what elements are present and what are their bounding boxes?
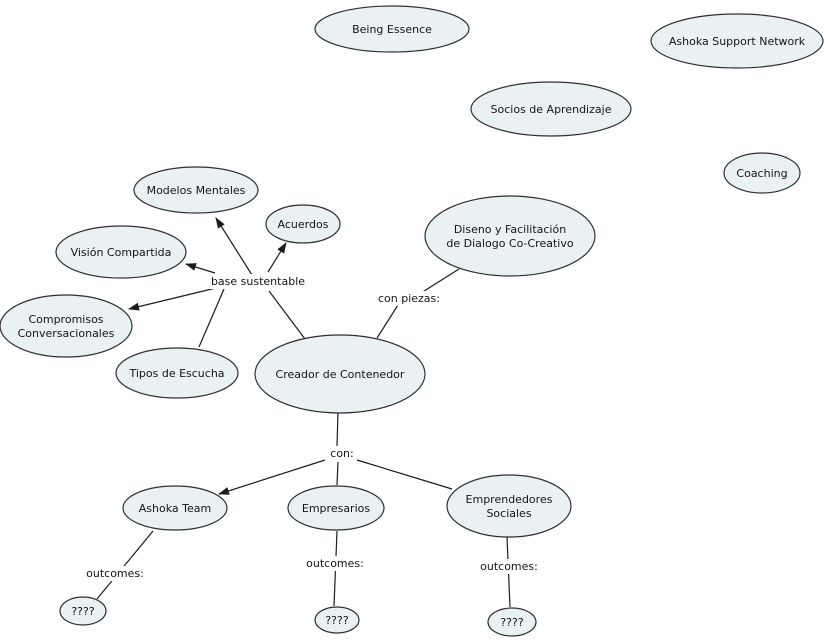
node-acuerdos[interactable]: Acuerdos (265, 204, 341, 244)
node-label: Coaching (736, 167, 787, 180)
node-ellipse[interactable] (650, 13, 824, 69)
edge-base-to-acuerdos (267, 242, 287, 273)
node-ellipse[interactable] (122, 485, 228, 531)
node-label: Tipos de Escucha (128, 367, 224, 380)
link-label-text: outcomes: (306, 557, 364, 570)
edge-con-to-empresarios (336, 461, 339, 486)
link-label-bg (375, 291, 443, 306)
node-ellipse[interactable] (487, 607, 537, 637)
node-ellipse[interactable] (314, 5, 470, 53)
node-ellipse[interactable] (265, 204, 341, 244)
node-label: Visión Compartida (71, 246, 172, 259)
node-label: Empresarios (302, 502, 370, 515)
node-ellipse[interactable] (424, 195, 596, 277)
edge-tipos-de-escucha-to-base (198, 288, 225, 348)
edge-creador-to-base (268, 290, 306, 340)
edge-con-piezas-to-creador (376, 304, 399, 339)
link-label-text: base sustentable (211, 275, 305, 288)
node-label: Creador de Contenedor (276, 368, 405, 381)
node-label: Socios de Aprendizaje (491, 103, 612, 116)
node-ellipse[interactable] (287, 485, 385, 531)
node-outcome-empresarios[interactable]: ???? (314, 606, 360, 634)
node-creador-de-contenedor[interactable]: Creador de Contenedor (254, 334, 426, 414)
node-label: ???? (71, 605, 95, 618)
link-label-bg (478, 559, 540, 574)
node-ashoka-support-network[interactable]: Ashoka Support Network (650, 13, 824, 69)
node-ellipse[interactable] (470, 81, 632, 137)
node-tipos-de-escucha[interactable]: Tipos de Escucha (115, 347, 239, 399)
node-label: Being Essence (352, 23, 432, 36)
link-label-text: outcomes: (480, 560, 538, 573)
link-label-text: outcomes: (86, 567, 144, 580)
edge-con-to-ashoka-team (218, 459, 326, 495)
edge-con-to-emprendedores (356, 459, 453, 490)
node-being-essence[interactable]: Being Essence (314, 5, 470, 53)
edge-ashoka-team-to-outcome (96, 530, 154, 600)
node-label: ???? (325, 614, 349, 627)
node-ellipse[interactable] (254, 334, 426, 414)
edge-base-to-vision-compartida (185, 263, 216, 274)
edge-base-to-modelos-mentales (215, 217, 253, 276)
node-label: ???? (500, 616, 524, 629)
node-label: Acuerdos (278, 218, 329, 231)
node-ellipse[interactable] (133, 166, 259, 214)
node-vision-compartida[interactable]: Visión Compartida (55, 225, 187, 279)
node-outcome-emprendedores[interactable]: ???? (487, 607, 537, 637)
node-ellipse[interactable] (314, 606, 360, 634)
node-ellipse[interactable] (0, 294, 133, 358)
link-label-bg (304, 556, 366, 571)
link-label-outcomes-ashoka[interactable]: outcomes: (84, 566, 146, 581)
edge-creador-to-con (336, 411, 339, 447)
node-ellipse[interactable] (723, 152, 801, 194)
node-socios-de-aprendizaje[interactable]: Socios de Aprendizaje (470, 81, 632, 137)
node-modelos-mentales[interactable]: Modelos Mentales (133, 166, 259, 214)
node-ashoka-team[interactable]: Ashoka Team (122, 485, 228, 531)
edge-base-to-compromisos (128, 286, 221, 311)
link-label-con[interactable]: con: (328, 446, 356, 461)
link-label-outcomes-emprendedores[interactable]: outcomes: (478, 559, 540, 574)
node-ellipse[interactable] (59, 596, 107, 626)
link-label-base-sustentable[interactable]: base sustentable (208, 274, 308, 289)
node-label: Ashoka Support Network (669, 35, 806, 48)
node-label: Modelos Mentales (147, 184, 246, 197)
node-coaching[interactable]: Coaching (723, 152, 801, 194)
node-label: Ashoka Team (139, 502, 211, 515)
link-label-text: con: (330, 447, 353, 460)
node-ellipse[interactable] (446, 474, 572, 538)
link-label-text: con piezas: (378, 292, 440, 305)
link-label-con-piezas[interactable]: con piezas: (375, 291, 443, 306)
node-empresarios[interactable]: Empresarios (287, 485, 385, 531)
node-outcome-ashoka-team[interactable]: ???? (59, 596, 107, 626)
node-ellipse[interactable] (115, 347, 239, 399)
node-ellipse[interactable] (55, 225, 187, 279)
link-label-bg (84, 566, 146, 581)
link-label-bg (328, 446, 356, 461)
link-label-bg (208, 274, 308, 289)
edge-diseno-to-con-piezas (420, 268, 460, 294)
link-label-outcomes-empresarios[interactable]: outcomes: (304, 556, 366, 571)
